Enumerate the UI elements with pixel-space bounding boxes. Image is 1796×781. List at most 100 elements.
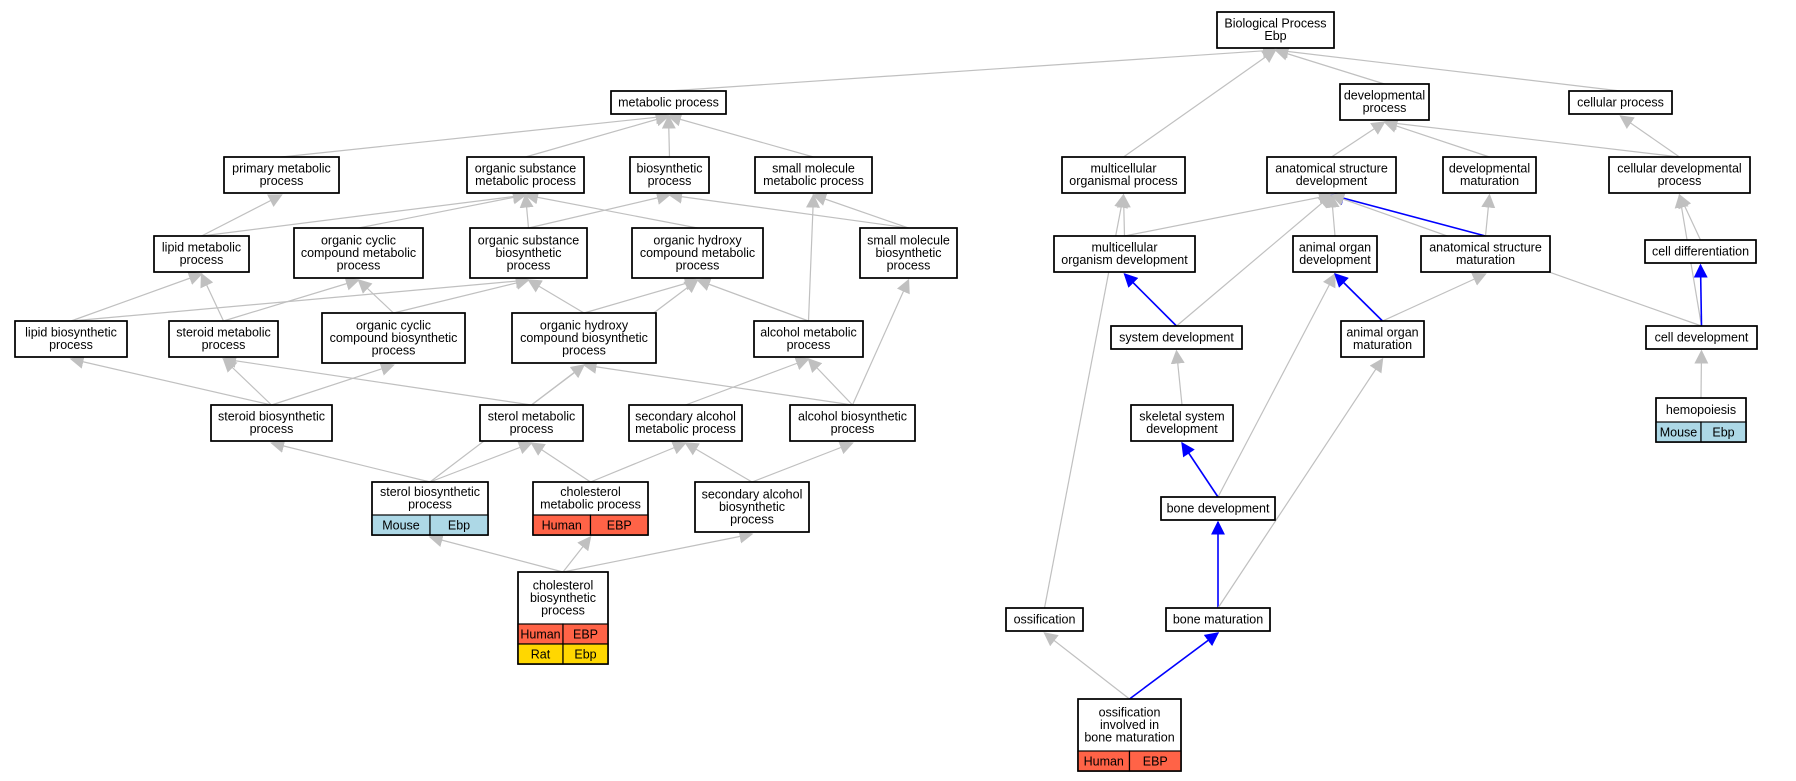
node-label-line: sterol biosynthetic [380,485,480,499]
node-border [1568,90,1673,115]
edge-organic-substance-biosynthetic-to-biosynthetic [528,191,671,229]
edge-alcohol-metabolic-to-organic-hydroxy-metabolic [696,277,809,322]
node-label-line: biosynthetic [636,162,702,176]
edge-cellular-to-bp [1274,44,1621,92]
node-border [610,90,727,115]
node-cell-development[interactable]: cell development [1645,325,1758,350]
node-border [1655,397,1747,443]
edge-organic-hydroxy-biosynthetic-to-organic-hydroxy-metabolic [583,276,699,314]
edge-skeletal-system-dev-to-system-dev [1170,349,1185,406]
edge-bone-maturation-to-animal-organ-maturation [1217,357,1384,609]
edge-cholesterol-biosynthetic-to-cholesterol-metabolic [562,535,592,573]
species-label: Mouse [382,519,420,533]
node-system-dev[interactable]: system development [1110,325,1243,350]
node-ossification[interactable]: ossification [1005,607,1084,632]
edge-lipid-metabolic-to-organic-substance-metabolic [201,189,527,237]
node-label-line: cholesterol [560,485,620,499]
node-label-line: compound metabolic [640,246,755,260]
edge-ossification-bone-maturation-to-bone-maturation [1129,632,1220,700]
node-cell-differentiation[interactable]: cell differentiation [1644,239,1757,264]
node-label-line: sterol metabolic [488,410,576,424]
node-label-line: organic hydroxy [653,233,742,247]
node-label-line: cell development [1655,330,1749,344]
edge-organic-hydroxy-metabolic-to-organic-substance-metabolic [524,190,698,229]
node-label-line: system development [1119,330,1234,344]
node-label-line: small molecule [772,162,855,176]
edge-anatomical-structure-dev-to-developmental [1331,121,1386,158]
node-label-line: Ebp [1264,29,1286,43]
node-label-line: process [510,422,554,436]
edge-sterol-biosynthetic-to-steroid-biosynthetic [270,439,431,483]
node-bone-maturation[interactable]: bone maturation [1165,607,1271,632]
edge-secondary-alcohol-biosynthetic-to-alcohol-biosynthetic [751,441,854,483]
edge-organic-cyclic-metabolic-to-organic-substance-metabolic [358,190,527,229]
node-label-line: process [180,253,224,267]
node-label-line: process [831,422,875,436]
gene-label: EBP [573,628,598,642]
node-label-line: organismal process [1069,174,1177,188]
node-bone-dev[interactable]: bone development [1160,496,1276,521]
node-border [14,320,128,358]
node-label-line: process [676,258,720,272]
node-metabolic[interactable]: metabolic process [610,90,727,115]
node-label-line: organic hydroxy [540,318,629,332]
edge-steroid-biosynthetic-to-organic-cyclic-biosynthetic [271,362,395,406]
node-border [1053,235,1196,273]
edge-multicellular-organism-dev-to-anatomical-structure-dev [1124,190,1333,237]
edge-lipid-biosynthetic-to-lipid-metabolic [70,271,203,322]
edge-bone-dev-to-skeletal-system-dev [1181,441,1219,498]
node-label-line: alcohol biosynthetic [798,410,907,424]
node-border [1165,607,1271,632]
edge-secondary-alcohol-metabolic-to-alcohol-metabolic [685,356,810,406]
node-border [1340,320,1425,358]
edge-sterol-biosynthetic-to-sterol-metabolic [429,440,533,483]
node-cellular[interactable]: cellular process [1568,90,1673,115]
node-border [628,404,743,442]
edge-system-dev-to-multicellular-organism-dev [1123,273,1178,327]
node-border [1420,235,1551,273]
edge-ossification-bone-maturation-to-ossification [1043,632,1130,700]
edge-organic-cyclic-biosynthetic-to-organic-cyclic-metabolic [357,279,394,314]
edge-biosynthetic-to-metabolic [661,114,676,158]
edge-small-molecule-biosynthetic-to-biosynthetic [668,189,909,229]
node-box [168,320,279,358]
node-label-line: developmental [1344,89,1425,103]
node-border [1216,11,1335,49]
species-label: Mouse [1660,426,1698,440]
